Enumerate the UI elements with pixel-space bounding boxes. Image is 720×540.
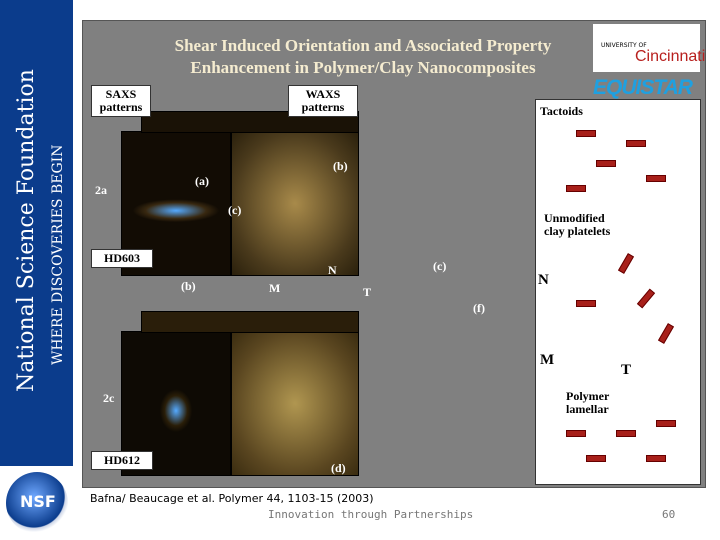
label-2a: 2a (95, 183, 107, 197)
label-d: (d) (331, 461, 346, 475)
nsf-logo: NSF (6, 472, 68, 534)
label-unmodified: Unmodified clay platelets (544, 211, 611, 238)
slide-figure: Shear Induced Orientation and Associated… (82, 20, 706, 488)
label-b: (b) (333, 159, 348, 173)
page-number: 60 (662, 508, 676, 521)
schem-n: N (538, 272, 549, 288)
sidebar: National Science Foundation WHERE DISCOV… (0, 0, 73, 466)
label-f: (f) (473, 301, 485, 315)
schem-m: M (540, 352, 555, 368)
label-b-lower: (b) (181, 279, 196, 293)
label-hd603: HD603 (91, 249, 153, 268)
schem-t: T (621, 362, 632, 378)
label-c: (c) (228, 203, 242, 217)
label-a: (a) (195, 174, 209, 188)
org-name: National Science Foundation (14, 69, 39, 392)
org-tagline: WHERE DISCOVERIES BEGIN (50, 144, 66, 365)
footer-tagline: Innovation through Partnerships (268, 508, 474, 521)
label-lamellar: Polymer lamellar (566, 389, 610, 416)
axis-n: N (328, 263, 337, 277)
clay-schematic: Tactoids Unmodified clay platelets N M T… (535, 99, 701, 485)
cube-hd612 (121, 311, 361, 476)
equistar-logo: EQUISTAR (593, 76, 693, 99)
label-waxs: WAXS patterns (288, 85, 358, 117)
axis-m: M (269, 281, 281, 295)
label-2c: 2c (103, 391, 115, 405)
label-hd612: HD612 (91, 451, 153, 470)
label-tactoids: Tactoids (540, 104, 583, 118)
label-saxs: SAXS patterns (91, 85, 151, 117)
slide-title: Shear Induced Orientation and Associated… (174, 36, 552, 77)
axis-t: T (363, 285, 372, 299)
label-c-right: (c) (433, 259, 447, 273)
cube-hd603 (121, 111, 361, 276)
citation: Bafna/ Beaucage et al. Polymer 44, 1103-… (90, 492, 374, 505)
